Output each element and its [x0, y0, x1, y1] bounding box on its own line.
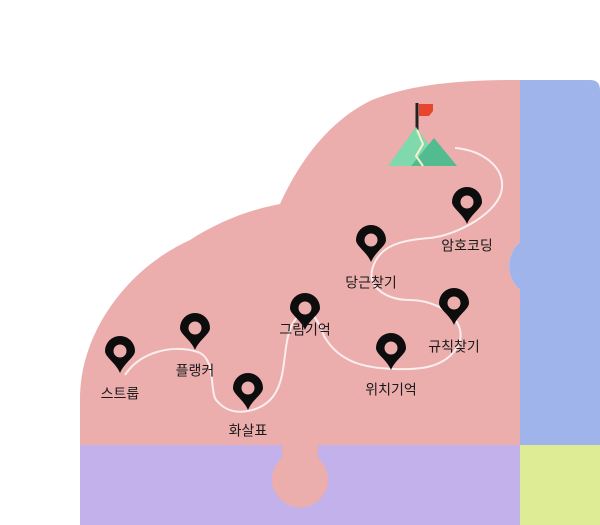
mountain-flag-icon: [388, 103, 457, 167]
map-pin-icon[interactable]: [439, 288, 469, 325]
stop-label[interactable]: 위치기억: [365, 383, 417, 399]
blue-region: [509, 80, 600, 445]
map-pin-icon[interactable]: [376, 333, 406, 370]
stop-label[interactable]: 그림기억: [279, 323, 331, 339]
map-pin-icon[interactable]: [452, 187, 482, 224]
map-pin-icon[interactable]: [290, 293, 320, 330]
stop-label[interactable]: 화살표: [229, 424, 268, 440]
map-pin-icon[interactable]: [233, 373, 263, 410]
route-path: [124, 147, 504, 413]
stop-label[interactable]: 당근찾기: [345, 276, 397, 292]
stop-label[interactable]: 규칙찾기: [428, 340, 480, 356]
stop-label[interactable]: 플랭커: [176, 364, 215, 380]
map-pin-icon[interactable]: [104, 335, 136, 373]
map-pin-icon[interactable]: [180, 313, 210, 350]
stop-label[interactable]: 스트룹: [101, 387, 140, 403]
map-pin-icon[interactable]: [356, 225, 386, 262]
pink-region: [80, 80, 520, 445]
yellow-region: [520, 445, 600, 525]
stop-pins: [104, 187, 482, 410]
pink-tab: [272, 445, 329, 508]
stop-label[interactable]: 암호코딩: [441, 239, 493, 255]
